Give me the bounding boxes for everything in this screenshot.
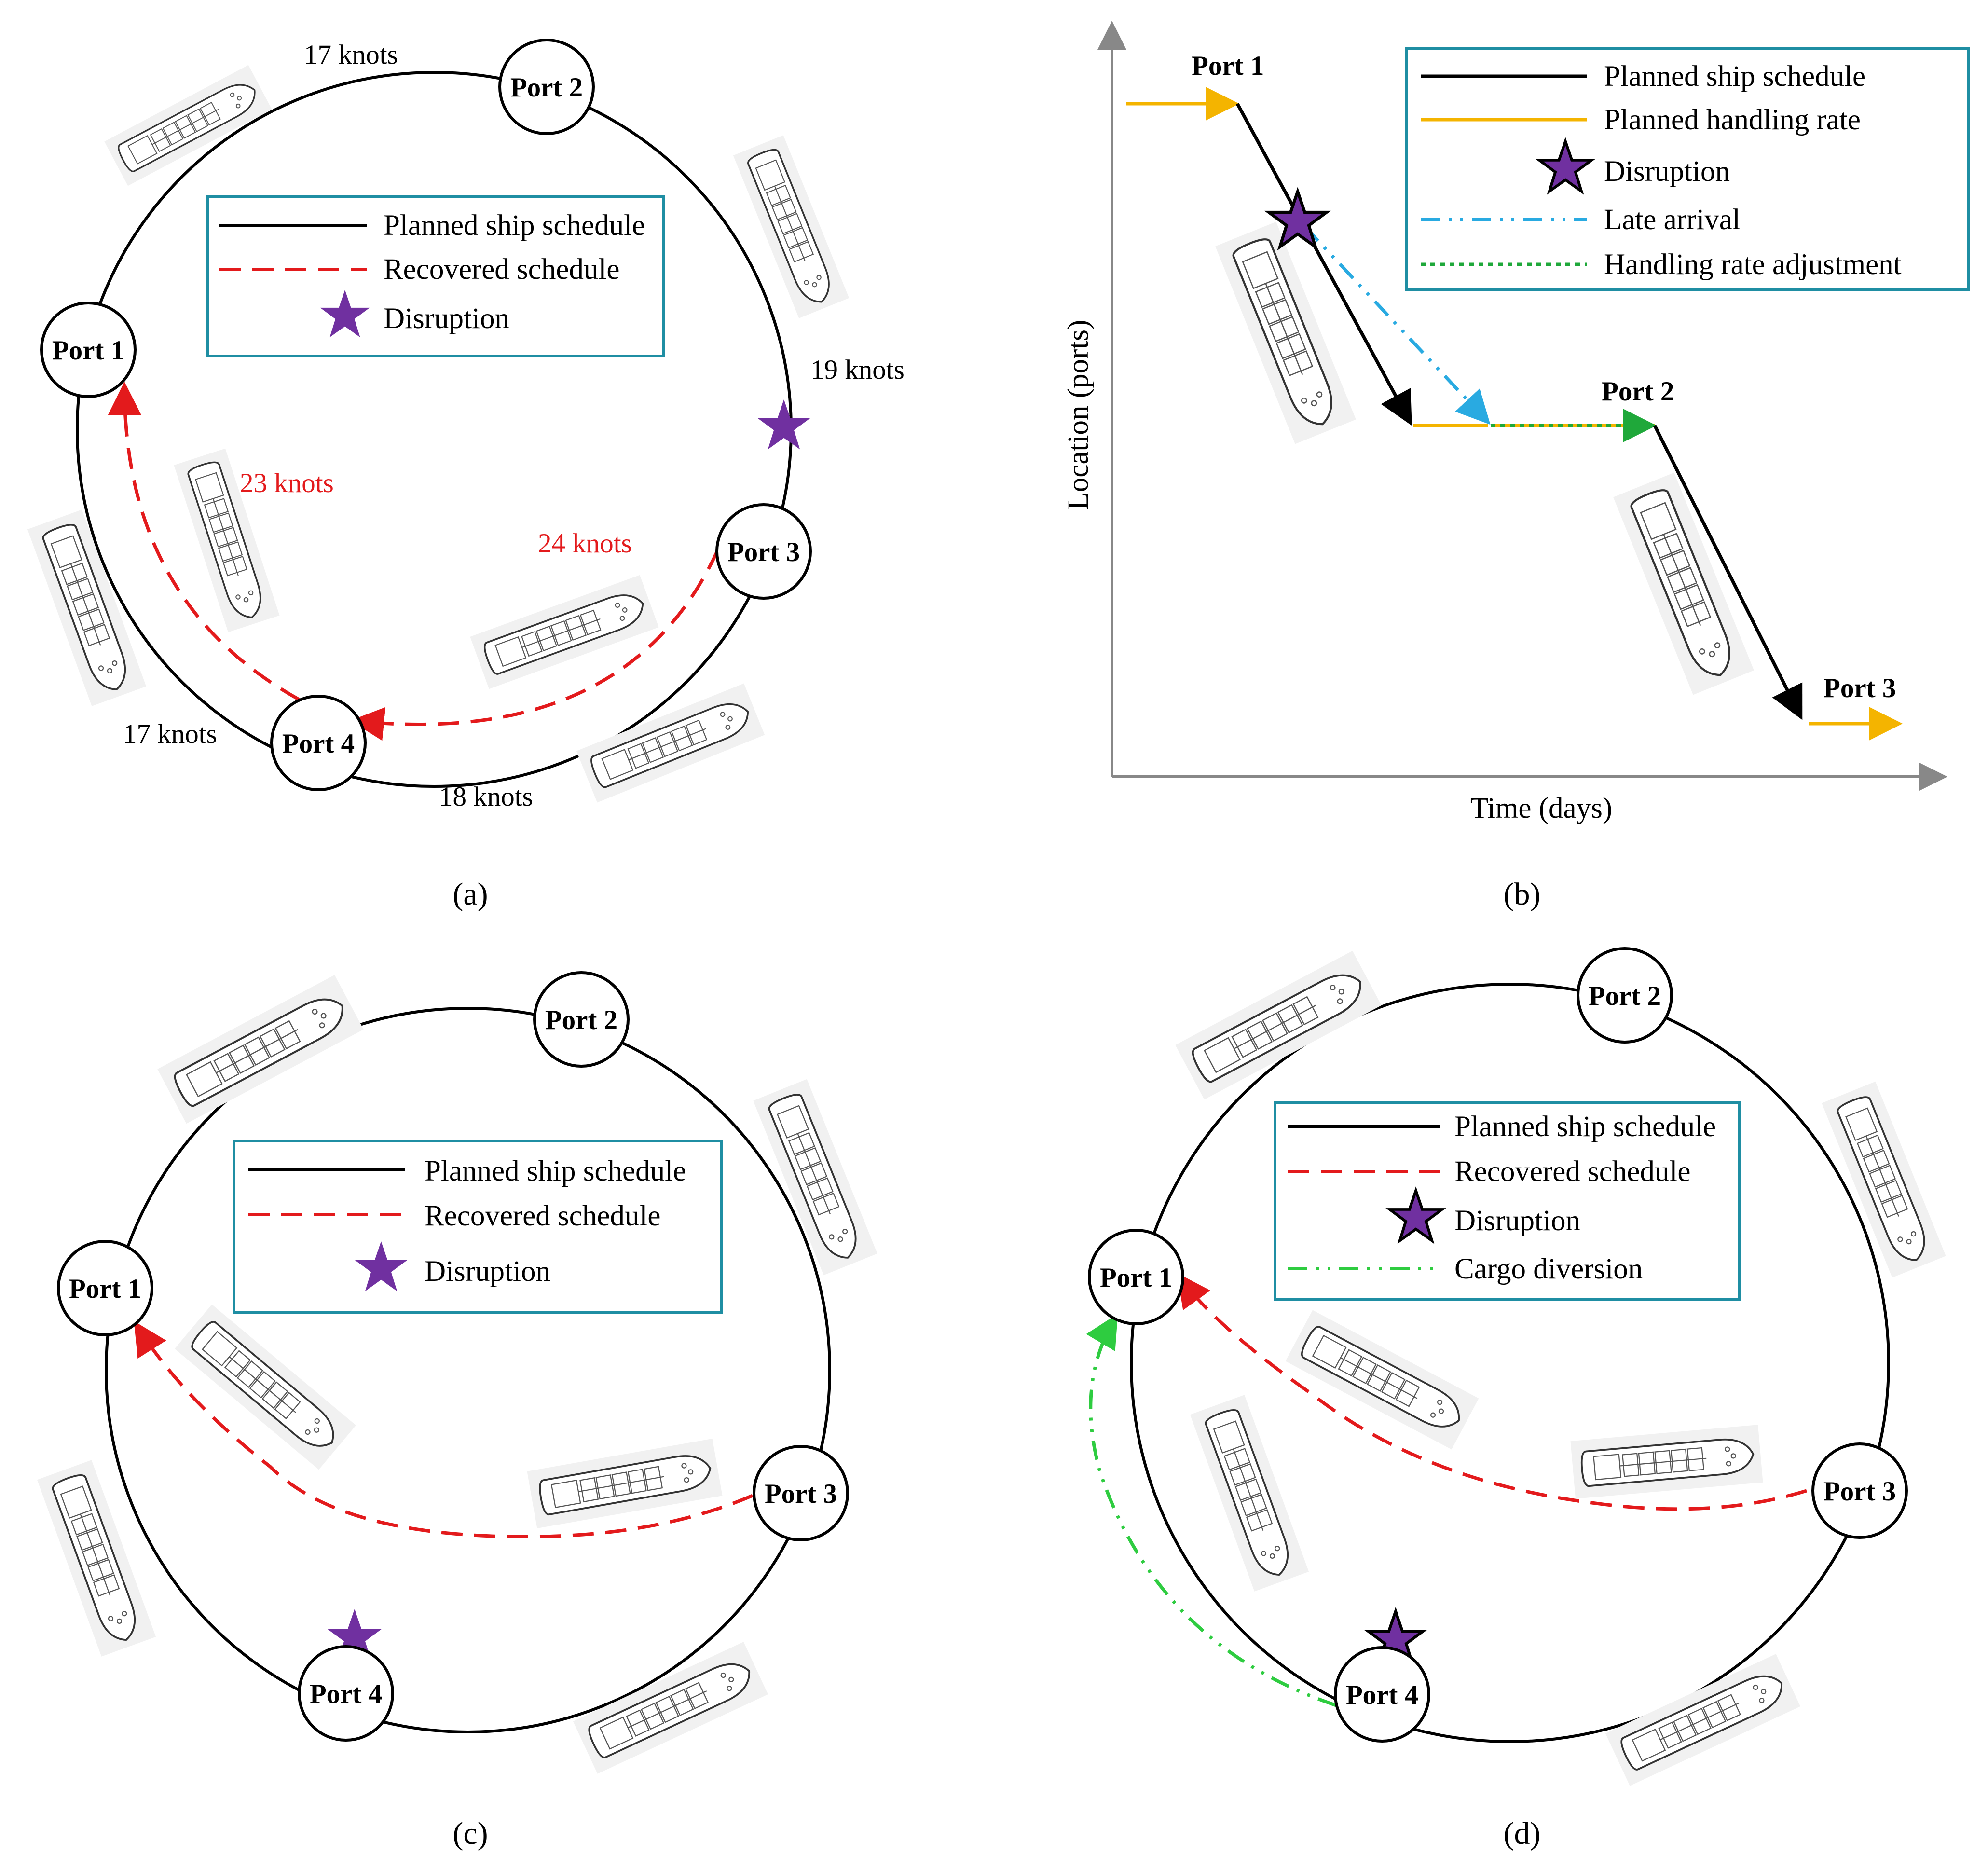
legend-label: Recovered schedule	[384, 253, 619, 286]
port-label: Port 1	[52, 335, 124, 366]
recovered-route-p4-p1	[108, 382, 300, 701]
port-label: Port 4	[282, 728, 355, 759]
port-2-node: Port 2	[533, 971, 630, 1068]
ship-icon	[36, 1459, 157, 1658]
legend-label: Planned ship schedule	[425, 1155, 686, 1187]
route-circle-d	[1130, 983, 1890, 1743]
port-label: Port 2	[510, 72, 583, 103]
panel-c: Port 1 Port 2 Port 3 Port 4 Planned ship…	[36, 971, 878, 1851]
planned-line	[1235, 103, 1412, 426]
legend-label: Disruption	[384, 302, 509, 335]
legend-label: Planned ship schedule	[1454, 1111, 1716, 1143]
port-label: Port 2	[1589, 981, 1661, 1011]
port-1-node: Port 1	[57, 1240, 153, 1336]
legend-label: Cargo diversion	[1454, 1253, 1643, 1285]
ship-icon	[469, 574, 660, 690]
ship-icon	[1604, 1653, 1801, 1787]
legend-label: Disruption	[425, 1255, 550, 1288]
ship-icon	[174, 1303, 357, 1471]
ship-icon	[1175, 951, 1381, 1099]
port-4-node: Port 4	[1334, 1646, 1430, 1743]
port-4-node: Port 4	[270, 695, 367, 791]
late-arrival-line	[1303, 225, 1491, 425]
port-label: Port 1	[1192, 51, 1264, 81]
port-label: Port 3	[727, 537, 800, 567]
ship-icon	[1189, 1394, 1310, 1593]
recovered-route-p3-p1	[1177, 1273, 1808, 1511]
ship-icon	[27, 508, 147, 707]
legend-label: Planned ship schedule	[384, 209, 645, 242]
route-circle-a	[76, 71, 793, 788]
port-label: Port 1	[1100, 1263, 1172, 1293]
port-2-node: Port 2	[1577, 947, 1673, 1044]
legend-label: Late arrival	[1604, 204, 1741, 236]
disruption-star	[757, 399, 810, 450]
planned-line	[1653, 425, 1803, 720]
port-3-node: Port 3	[753, 1445, 849, 1541]
port-label: Port 1	[69, 1274, 141, 1304]
port-label: Port 4	[1346, 1680, 1418, 1710]
port-label: Port 3	[1823, 673, 1896, 703]
ship-icon	[732, 134, 850, 319]
legend-label: Handling rate adjustment	[1604, 248, 1902, 281]
port-label: Port 2	[1602, 376, 1674, 407]
y-axis-label: Location (ports)	[1062, 320, 1095, 510]
legend-label: Planned ship schedule	[1604, 60, 1865, 93]
port-4-node: Port 4	[298, 1645, 394, 1742]
panel-b: Time (days) Location (ports) Port 1 Port…	[1062, 21, 1970, 912]
ship-icon	[1284, 1309, 1480, 1451]
ship-icon	[576, 682, 766, 804]
legend-d: Planned ship schedule Recovered schedule…	[1274, 1101, 1741, 1301]
panel-label: (c)	[452, 1816, 488, 1851]
ship-icon	[1215, 222, 1356, 444]
speed-label: 24 knots	[538, 528, 632, 559]
ship-icon	[526, 1438, 724, 1529]
recovered-route-p3-p1	[134, 1321, 754, 1538]
port-label: Port 3	[1823, 1476, 1896, 1507]
recovered-route-p3-p4	[350, 549, 720, 741]
port-label: Port 2	[545, 1005, 617, 1035]
ship-icon	[157, 975, 363, 1124]
port-1-node: Port 1	[1088, 1229, 1184, 1325]
ship-icon	[572, 1641, 769, 1775]
x-axis-label: Time (days)	[1470, 792, 1612, 824]
panel-label: (b)	[1504, 877, 1541, 912]
legend-label: Planned handling rate	[1604, 104, 1861, 136]
port-label: Port 3	[765, 1479, 837, 1509]
legend-c: Planned ship schedule Recovered schedule…	[233, 1140, 723, 1314]
ship-icon	[1569, 1424, 1764, 1500]
legend-label: Disruption	[1454, 1205, 1580, 1237]
port-label: Port 4	[310, 1679, 382, 1709]
cargo-diversion-route	[1086, 1313, 1337, 1707]
legend-b: Planned ship schedule Planned handling r…	[1405, 47, 1970, 291]
speed-label: 23 knots	[240, 468, 334, 498]
panel-d: Port 1 Port 2 Port 3 Port 4 Planned ship…	[1086, 947, 1947, 1851]
ship-icon	[752, 1078, 878, 1277]
speed-label: 17 knots	[123, 719, 217, 749]
panel-label: (a)	[452, 877, 488, 912]
port-3-node: Port 3	[1811, 1442, 1908, 1539]
speed-label: 18 knots	[439, 782, 533, 812]
port-3-node: Port 3	[715, 503, 812, 600]
speed-label: 19 knots	[810, 355, 905, 385]
port-1-node: Port 1	[40, 302, 137, 398]
legend-label: Recovered schedule	[425, 1200, 660, 1232]
speed-label: 17 knots	[304, 40, 398, 70]
panel-a: Port 1 Port 2 Port 3 Port 4 17 knots 19 …	[27, 39, 905, 912]
port-2-node: Port 2	[498, 39, 595, 135]
legend-label: Recovered schedule	[1454, 1155, 1690, 1188]
legend-a: Planned ship schedule Recovered schedule…	[206, 195, 665, 357]
legend-label: Disruption	[1604, 155, 1730, 188]
route-circle-c	[105, 1007, 831, 1733]
panel-label: (d)	[1504, 1816, 1541, 1851]
